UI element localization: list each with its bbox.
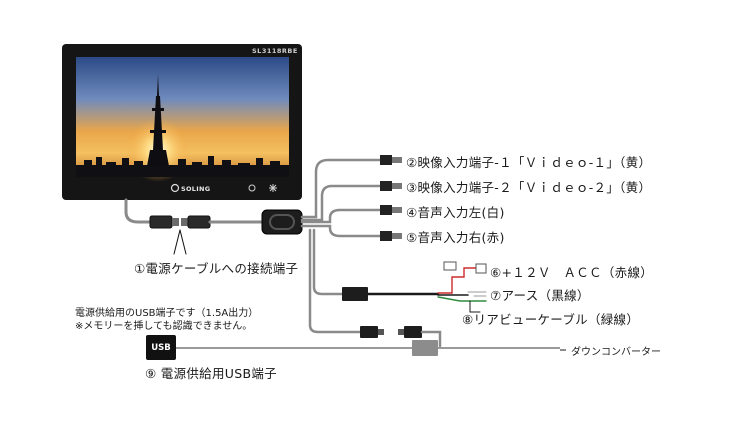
ground-label: ⑦アース（黒線）: [490, 285, 590, 304]
monitor: [62, 44, 302, 200]
connector-pin: [172, 218, 179, 226]
down-converter-label: ダウンコンバーター: [571, 343, 661, 358]
audio-left-label: ④音声入力左(白): [406, 202, 505, 221]
usb-port-label: ⑨ 電源供給用USB端子: [145, 363, 277, 382]
rca-plug-audio-right: [380, 231, 402, 241]
rca-plug-video1: [380, 155, 402, 165]
junction-box: [262, 210, 302, 234]
power-cable: [126, 200, 302, 254]
usb-note-line2: ※メモリーを挿しても認識できません。: [75, 317, 252, 332]
connector-socket: [181, 218, 188, 226]
connector-plug: [150, 216, 172, 228]
usb-port-box: USB: [146, 335, 176, 360]
rca-plug-video2: [380, 181, 402, 191]
rear-view-label: ⑧リアビューケーブル（緑線）: [462, 309, 639, 328]
brightness-icon: [269, 184, 277, 192]
acc-label: ⑥+１２Ｖ ＡＣＣ（赤線）: [490, 262, 653, 281]
usb-cable: [176, 340, 566, 356]
connector-receptacle: [188, 216, 210, 228]
audio-right-label: ⑤音声入力右(赤): [406, 227, 505, 246]
rca-plug-audio-left: [380, 205, 402, 215]
wire-harness-box: [342, 287, 368, 301]
down-converter-box: [412, 340, 438, 356]
video2-label: ③映像入力端子-２「Ｖｉｄｅｏ-２」（黄）: [406, 177, 651, 196]
acc-terminal: [444, 262, 456, 270]
converter-plug-right: [404, 326, 422, 338]
monitor-brand-label: SOLING: [181, 185, 210, 193]
acc-ground-wires: [438, 262, 486, 312]
video1-label: ②映像入力端子-１「Ｖｉｄｅｏ-１」（黄）: [406, 152, 651, 171]
acc-fuse: [476, 264, 486, 273]
power-connector-label: ①電源ケーブルへの接続端子: [134, 258, 298, 277]
monitor-model-label: SL3118RBE: [252, 47, 298, 55]
converter-plug-left: [360, 326, 378, 338]
